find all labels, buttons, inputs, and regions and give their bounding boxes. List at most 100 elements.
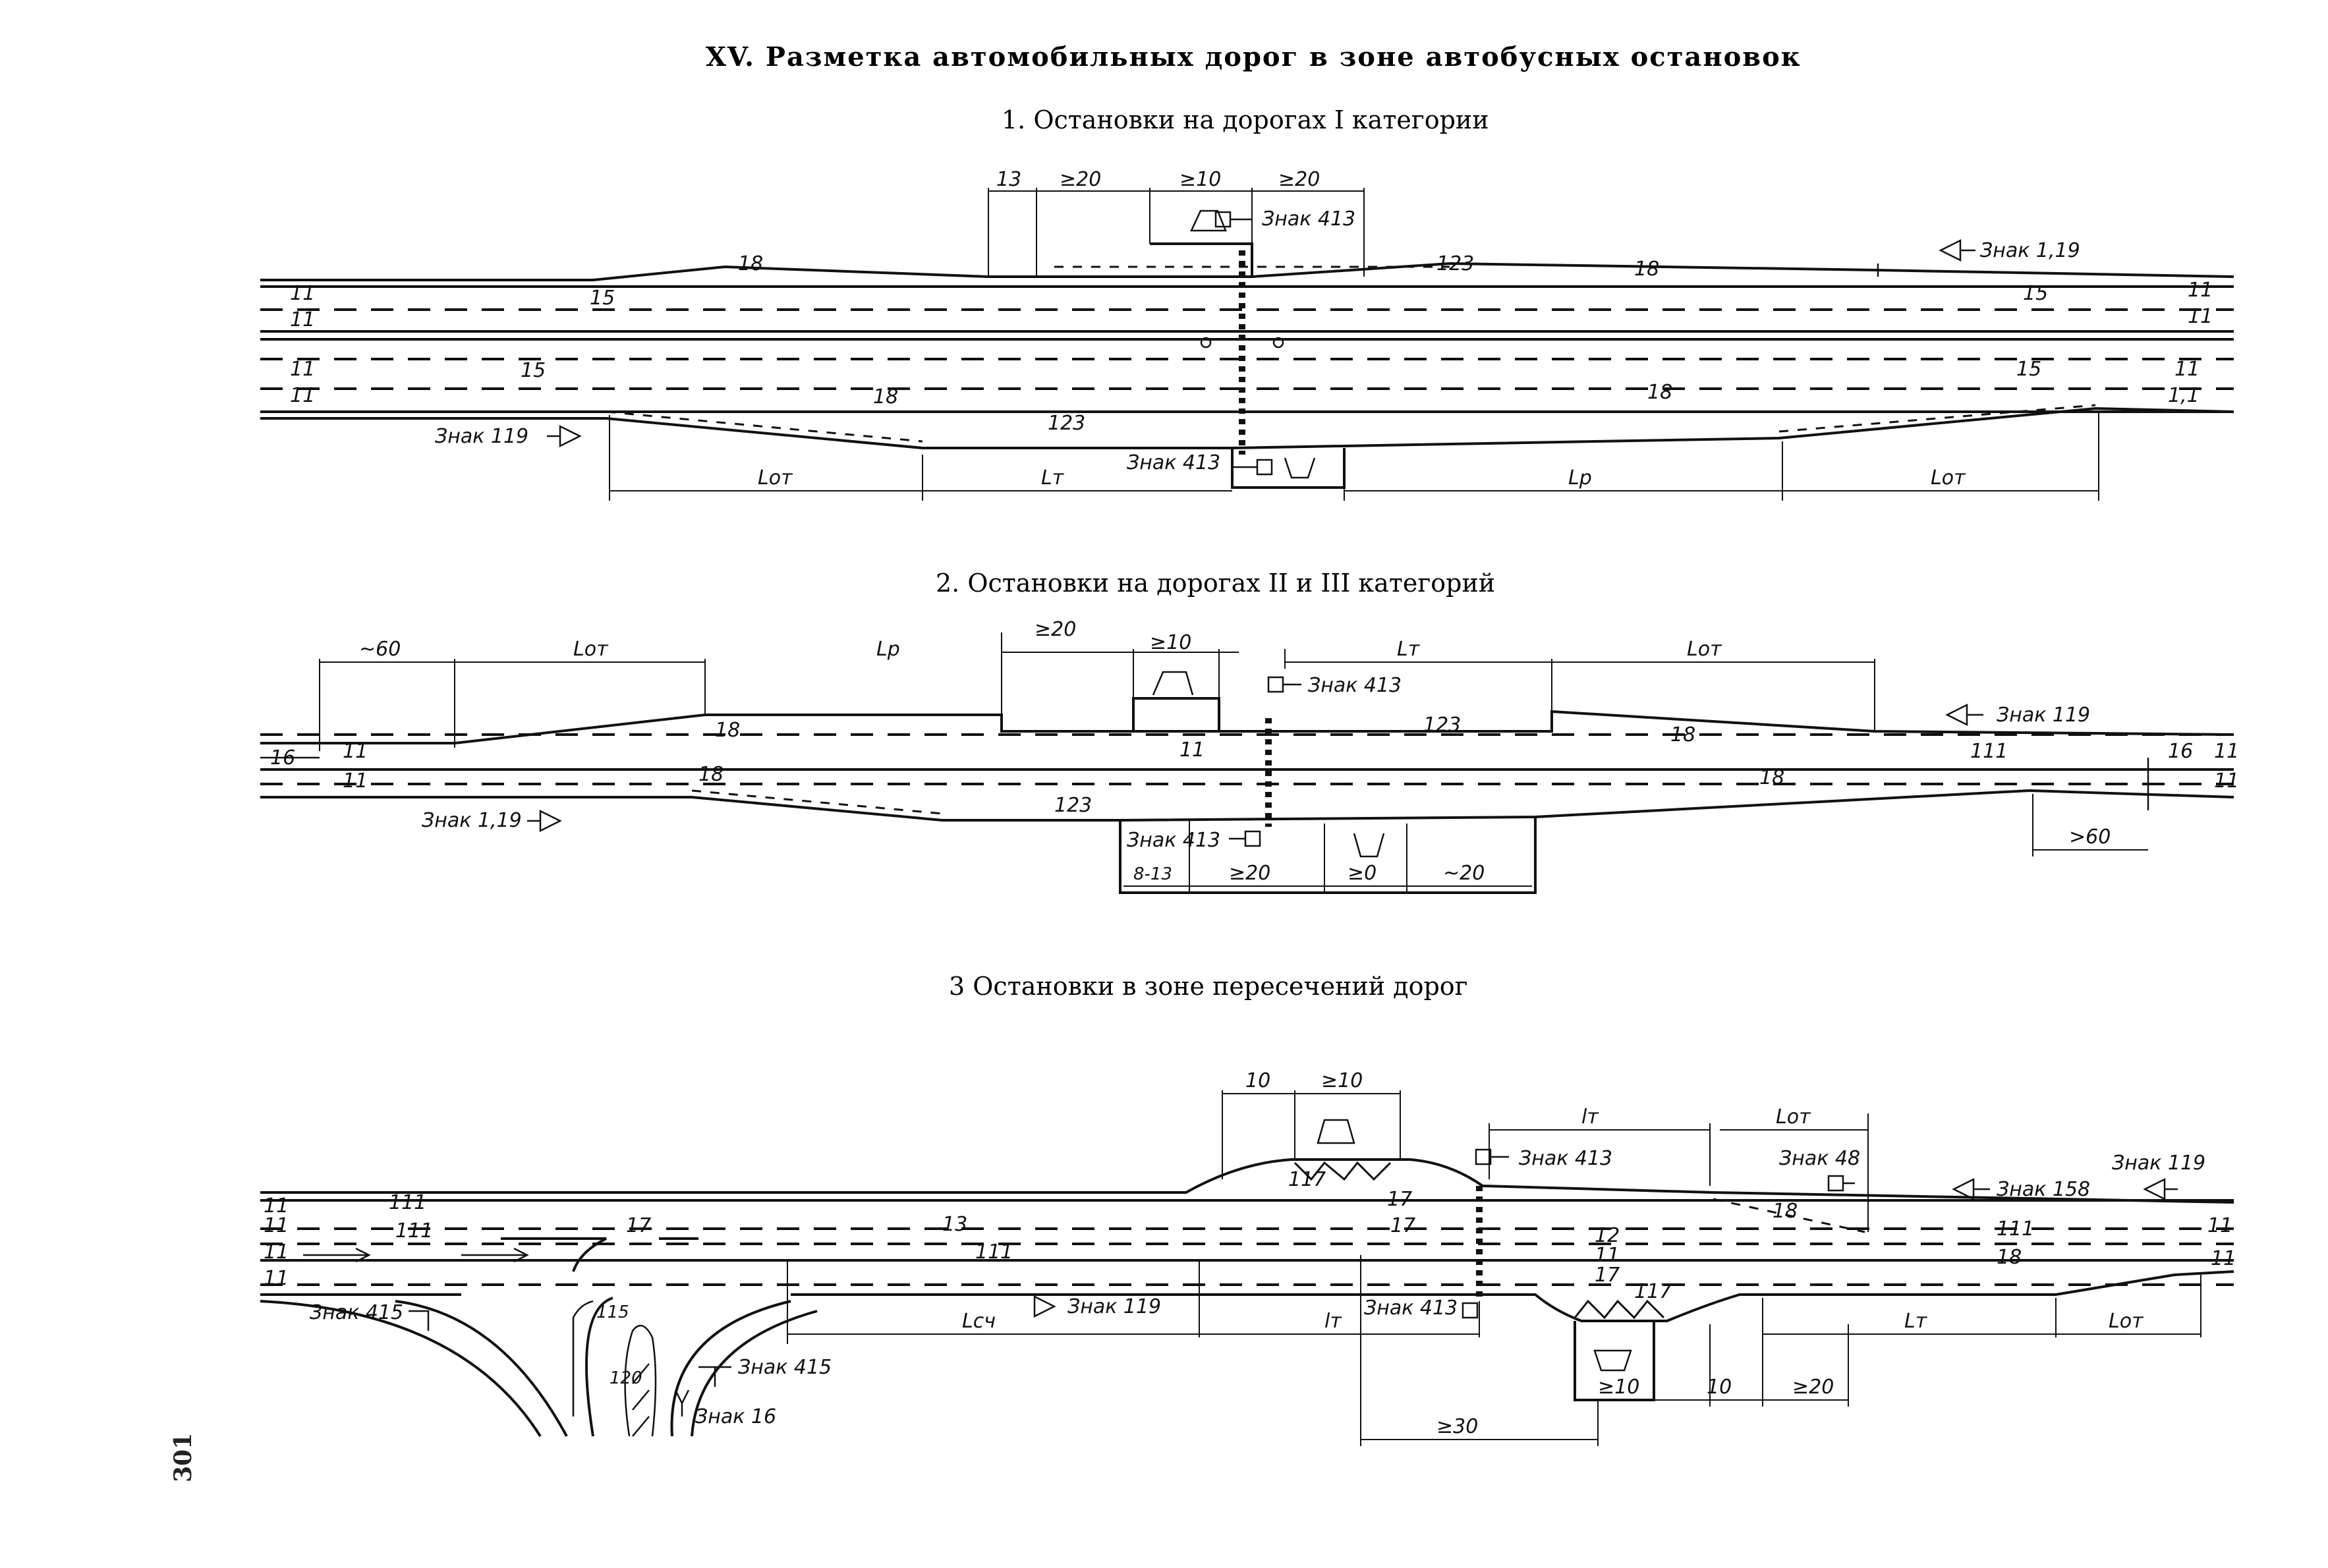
s3-mark-17-c: 17 (1390, 1214, 1415, 1237)
s2-dim-ge20: ≥20 (1035, 618, 1076, 641)
s1-dim-ge20a: ≥20 (1060, 168, 1101, 191)
s1-bus-shelter-bottom-icon (1284, 457, 1316, 479)
s1-line-11-c: 11 (290, 358, 315, 381)
s2-sign-413-top-icon (1267, 676, 1284, 693)
s1-line-11-e: 11 (2188, 279, 2213, 302)
s1-line-11-h: 1,1 (2168, 384, 2200, 407)
s3-sign-413-top: Знак 413 (1519, 1147, 1612, 1170)
s2-line-111-right: 111 (1970, 740, 2008, 763)
s2-dim-Lot-right: Lот (1687, 638, 1722, 661)
s3-mark-12: 12 (1595, 1224, 1620, 1247)
s1-bus-shelter-top-icon (1190, 210, 1227, 232)
s1-mark-123-bottom: 123 (1048, 412, 1085, 435)
s3-line-11-b: 11 (264, 1214, 289, 1237)
s1-mark-15-c: 15 (2023, 282, 2048, 305)
s3-line-11-c: 11 (264, 1241, 289, 1264)
s1-dim-ge10: ≥10 (1179, 168, 1221, 191)
s3-mark-117-b: 117 (1634, 1280, 1672, 1303)
s3-dim-10-bottom: 10 (1707, 1376, 1732, 1399)
s2-dim-60: ~60 (359, 638, 401, 661)
s1-mark-18-c: 18 (873, 385, 898, 408)
s2-dim-ge20: ≥20 (1229, 862, 1270, 885)
s2-sign-413-top: Знак 413 (1308, 674, 1402, 697)
s3-sign-119-right: Знак 119 (2112, 1152, 2205, 1175)
s3-line-111-a: 111 (389, 1191, 426, 1214)
s2-line-11-right-b: 11 (2214, 770, 2239, 793)
s2-dim-8-13: 8-13 (1133, 864, 1172, 884)
s2-mark-123-bottom: 123 (1054, 794, 1092, 817)
section-2-title: 2. Остановки на дорогах II и III категор… (936, 569, 1495, 598)
section-3-title: 3 Остановки в зоне пересечений дорог (949, 972, 1468, 1001)
s2-sign-413-bottom: Знак 413 (1127, 829, 1220, 852)
s3-mark-117-a: 117 (1288, 1168, 1326, 1191)
s2-mark-123-top: 123 (1423, 714, 1461, 737)
s3-mark-120: 120 (610, 1368, 642, 1388)
s3-sign-415-bottom-icon (698, 1366, 731, 1387)
s3-sign-119-right-icon (2143, 1177, 2166, 1201)
s3-dim-Lt-bottom: Lт (1904, 1310, 1928, 1333)
s2-dim-Lp: Lр (876, 638, 900, 661)
s3-sign-16-icon (674, 1389, 690, 1416)
s3-mark-17-d: 17 (1595, 1264, 1620, 1287)
s1-mark-18-d: 18 (1647, 381, 1672, 404)
s1-sign-119-left-icon (559, 424, 582, 448)
s3-dim-Lot-top: Lот (1776, 1106, 1811, 1129)
s3-sign-415-left-icon (409, 1310, 430, 1331)
s2-sign-119-right: Знак 119 (1997, 704, 2090, 727)
s1-mark-15-d: 15 (2016, 358, 2041, 381)
s2-mark-18-a: 18 (715, 719, 740, 742)
s1-dim-Lot-left: Lот (758, 466, 793, 490)
s3-sign-48: Знак 48 (1779, 1147, 1860, 1170)
s3-sign-158: Знак 158 (1997, 1178, 2090, 1201)
s3-dim-Lot-bottom: Lот (2109, 1310, 2144, 1333)
s3-line-111-r: 111 (1997, 1218, 2034, 1241)
s1-mark-18-a: 18 (738, 252, 763, 275)
s2-mark-18-d: 18 (1759, 766, 1784, 789)
s1-mark-15-b: 15 (521, 359, 546, 382)
s1-line-11-g: 11 (2174, 358, 2200, 381)
s3-dim-Lsch: Lсч (962, 1310, 996, 1333)
s3-sign-413-top-icon (1475, 1148, 1492, 1165)
s1-sign-119-right: Знак 1,19 (1980, 239, 2080, 262)
s2-dim-Lot-left: Lот (573, 638, 609, 661)
s3-sign-413-bottom-icon (1462, 1302, 1479, 1319)
s3-dim-ge10-bottom: ≥10 (1598, 1376, 1639, 1399)
s1-dim-Lot-right: Lот (1931, 466, 1966, 490)
s2-line-11-left-a: 11 (343, 740, 368, 763)
s3-dim-lt-top: lт (1581, 1106, 1599, 1129)
s3-dim-10-top: 10 (1245, 1069, 1270, 1092)
s2-dim-gt60: >60 (2069, 826, 2111, 849)
s3-sign-119-mid-icon (1033, 1295, 1056, 1318)
s3-line-111-c: 111 (975, 1241, 1013, 1264)
s2-dim-20: ~20 (1443, 862, 1485, 885)
s3-bus-shelter-top-icon (1317, 1119, 1355, 1144)
s3-sign-413-bottom: Знак 413 (1364, 1297, 1458, 1320)
section-3-diagram: 10 ≥10 lт Lот (260, 1069, 2236, 1446)
s1-dim-ge20b: ≥20 (1278, 168, 1320, 191)
s1-dim-13: 13 (996, 168, 1021, 191)
s1-sign-119-left: Знак 119 (435, 425, 528, 448)
s2-mark-18-c: 18 (1670, 723, 1695, 746)
s2-line-16-right: 16 (2168, 740, 2193, 763)
s2-sign-119-left-icon (539, 809, 562, 833)
s3-line-13: 13 (942, 1213, 967, 1236)
s3-line-11-d: 11 (264, 1267, 289, 1290)
s2-sign-119-left: Знак 1,19 (422, 809, 522, 832)
s2-bus-shelter-bottom-icon (1353, 833, 1385, 858)
s3-line-11-r2: 11 (2211, 1247, 2236, 1270)
s3-dim-lt-bottom: lт (1324, 1310, 1342, 1333)
s3-line-18-r: 18 (1997, 1246, 2022, 1269)
s2-dim-ge10: ≥10 (1150, 631, 1191, 654)
section-1-diagram: 13 ≥20 ≥10 ≥20 Знак 413 11 11 11 11 1 (260, 168, 2234, 501)
s1-line-11-b: 11 (290, 308, 315, 331)
s1-sign-413-bottom: Знак 413 (1127, 451, 1220, 474)
s2-center-11: 11 (1179, 739, 1205, 762)
s3-sign-415-bottom: Знак 415 (738, 1356, 832, 1379)
s3-dim-ge10-top: ≥10 (1321, 1069, 1363, 1092)
s3-mark-17-a: 17 (626, 1214, 651, 1237)
s1-sign-119-right-icon (1939, 238, 1962, 262)
s3-line-111-b: 111 (395, 1219, 433, 1243)
s3-mark-17-b: 17 (1387, 1188, 1412, 1211)
s2-mark-18-b: 18 (698, 763, 724, 786)
